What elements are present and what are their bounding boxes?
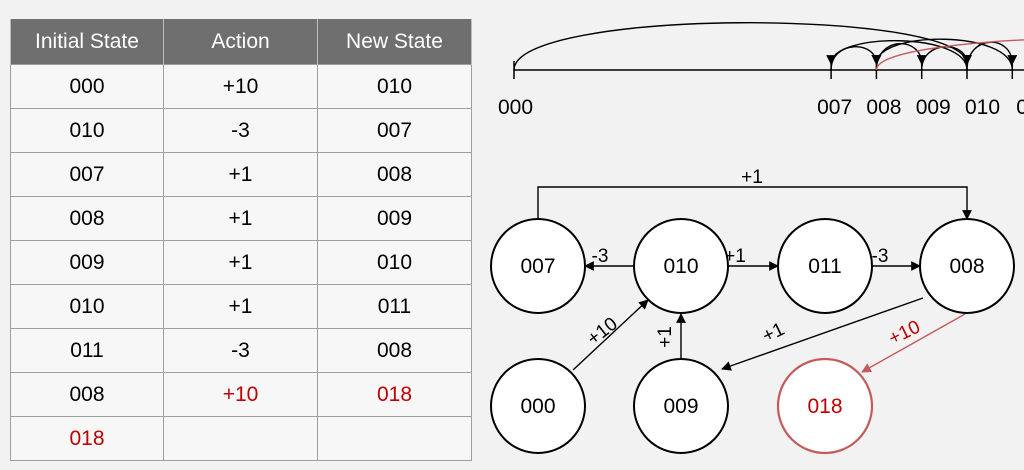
cell-new: 008 — [317, 152, 472, 197]
graph-node-circle — [490, 358, 586, 454]
graph-edge — [572, 299, 649, 371]
graph-node-label: 008 — [949, 255, 984, 278]
state-graph-nodes: 007 010 011 008 000 009 018 — [490, 218, 1015, 455]
graph-node-circle — [633, 218, 729, 314]
graph-node-label: 018 — [807, 395, 842, 418]
number-line-jump — [875, 39, 1024, 71]
cell-new: 018 — [317, 372, 472, 417]
state-graph-edges: -3 +1 -3 +1 +10 +1 +1 +10 — [537, 167, 972, 373]
graph-edge — [537, 186, 972, 220]
graph-edge — [861, 313, 966, 373]
graph-node-circle — [919, 218, 1015, 314]
graph-edge-label: +1 — [655, 326, 676, 348]
number-line-label: 007 — [817, 96, 852, 119]
header-action: Action — [163, 19, 318, 65]
graph-node-008: 008 — [919, 218, 1015, 314]
graph-edge-label: -3 — [872, 246, 889, 267]
cell-action — [163, 416, 318, 461]
number-line-label: 011 — [1016, 96, 1024, 119]
number-line-label: 010 — [965, 96, 1000, 119]
graph-node-009: 009 — [633, 358, 729, 454]
graph-node-000: 000 — [490, 358, 586, 454]
cell-initial: 009 — [10, 240, 164, 285]
number-line-jump — [513, 22, 972, 71]
cell-action: +10 — [163, 372, 318, 417]
cell-action: -3 — [163, 108, 318, 153]
graph-node-label: 000 — [520, 395, 555, 418]
cell-new: 011 — [317, 284, 472, 329]
graph-edge-label: +1 — [759, 319, 788, 347]
graph-node-circle — [633, 358, 729, 454]
number-line-jump — [871, 38, 1013, 71]
graph-node-label: 010 — [663, 255, 698, 278]
cell-action: +1 — [163, 284, 318, 329]
cell-initial: 018 — [10, 416, 164, 461]
number-line-jump — [921, 46, 972, 71]
cell-initial: 008 — [10, 196, 164, 241]
graph-edge — [721, 297, 924, 371]
graph-edge-label: -3 — [592, 246, 609, 267]
graph-node-010: 010 — [633, 218, 729, 314]
table-header-row: Initial State Action New State — [10, 19, 472, 65]
cell-new: 009 — [317, 196, 472, 241]
cell-initial: 007 — [10, 152, 164, 197]
graph-node-018: 018 — [776, 357, 874, 455]
number-line: 000007008009010011018 — [498, 22, 1024, 119]
graph-edge-label: +1 — [741, 167, 763, 188]
cell-action: +1 — [163, 152, 318, 197]
cell-initial: 008 — [10, 372, 164, 417]
number-line-label: 008 — [866, 96, 901, 119]
number-line-label: 009 — [916, 96, 951, 119]
number-line-jump — [875, 43, 927, 71]
cell-new: 007 — [317, 108, 472, 153]
graph-node-circle — [490, 218, 586, 314]
cell-initial: 010 — [10, 108, 164, 153]
cell-initial: 010 — [10, 284, 164, 329]
graph-node-label: 011 — [808, 255, 841, 278]
header-new-state: New State — [317, 19, 472, 65]
graph-node-011: 011 — [777, 218, 873, 314]
graph-node-007: 007 — [490, 218, 586, 314]
graph-node-circle — [776, 357, 874, 455]
graph-edge-label: +1 — [724, 246, 746, 267]
graph-edge-label: +10 — [886, 317, 924, 350]
cell-action: +1 — [163, 240, 318, 285]
number-line-jump — [830, 46, 882, 71]
graph-node-label: 007 — [520, 255, 555, 278]
graph-edge-label: +10 — [583, 313, 621, 349]
header-initial-state: Initial State — [10, 19, 164, 65]
table-header: Initial State Action New State — [10, 19, 472, 65]
graph-node-circle — [777, 218, 873, 314]
cell-action: -3 — [163, 328, 318, 373]
graph-node-label: 009 — [663, 395, 698, 418]
number-line-label: 000 — [498, 96, 533, 119]
cell-new: 010 — [317, 240, 472, 285]
table-row: 018 — [10, 416, 472, 461]
cell-new — [317, 416, 472, 461]
cell-action: +1 — [163, 196, 318, 241]
cell-new: 008 — [317, 328, 472, 373]
